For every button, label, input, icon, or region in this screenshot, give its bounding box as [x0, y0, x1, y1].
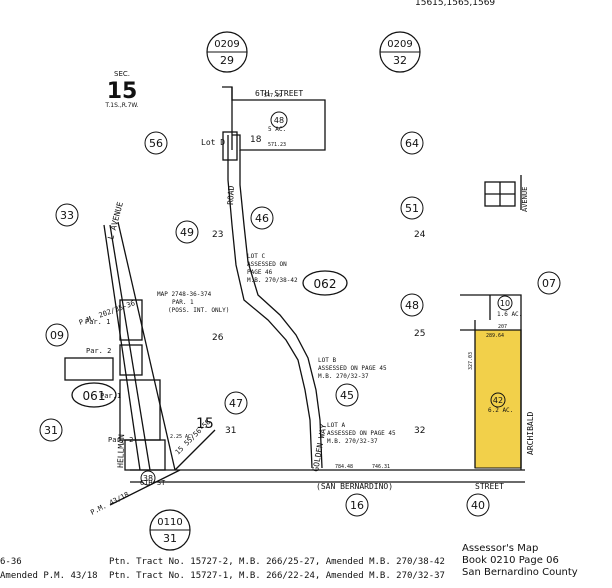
svg-text:LOT A: LOT A	[327, 422, 345, 429]
street-bottom: STREET	[475, 482, 504, 491]
svg-text:061: 061	[83, 389, 106, 403]
parcel-boundaries	[64, 86, 525, 506]
parcel-25: 25	[414, 329, 425, 339]
svg-text:571.23: 571.23	[268, 142, 286, 148]
svg-text:MAP 2748-36-374: MAP 2748-36-374	[157, 291, 212, 298]
svg-text:0110: 0110	[157, 517, 182, 528]
parcel-09: 09	[50, 329, 64, 342]
svg-text:0209: 0209	[214, 39, 239, 50]
parcel-51: 51	[405, 202, 419, 215]
parcel-33: 33	[60, 209, 74, 222]
svg-text:ASSESSED ON PAGE 45: ASSESSED ON PAGE 45	[327, 430, 396, 437]
street-san-bernardino: (SAN BERNARDINO)	[316, 482, 393, 491]
svg-text:784.48: 784.48	[335, 464, 353, 470]
svg-text:M.B. 270/32-37: M.B. 270/32-37	[327, 438, 378, 445]
street-road: ROAD	[226, 185, 236, 205]
footer-line-2: Ptn. Tract No. 15727-1, M.B. 266/22-24, …	[109, 571, 445, 581]
svg-text:5 AC.: 5 AC.	[268, 126, 286, 133]
parcel-56: 56	[149, 137, 163, 150]
parcel-64: 64	[405, 137, 419, 150]
parcel-18: 18	[250, 135, 262, 145]
parcel-45: 45	[340, 389, 354, 402]
parcel-40: 40	[471, 499, 485, 512]
svg-text:Par. 2: Par. 2	[108, 436, 133, 444]
svg-text:31: 31	[163, 532, 177, 545]
svg-text:29: 29	[220, 54, 234, 67]
parcel-47: 47	[229, 397, 243, 410]
svg-text:P.M. 43/18: P.M. 43/18	[89, 491, 130, 517]
title-line-2: Book 0210 Page 06	[462, 555, 559, 566]
svg-text:289.64: 289.64	[486, 333, 504, 339]
title-line-1: Assessor's Map	[462, 543, 539, 554]
parcel-38: 38	[143, 474, 153, 483]
svg-text:T.1S.,R.7W.: T.1S.,R.7W.	[104, 102, 138, 109]
street-avenue: AVENUE	[521, 187, 529, 212]
street-l-avenue: L AVENUE	[106, 201, 125, 241]
parcel-24: 24	[414, 230, 426, 240]
parcel-16: 16	[350, 499, 364, 512]
map-number-0110-31: 0110 31	[149, 509, 191, 551]
svg-text:M.B. 270/32-37: M.B. 270/32-37	[318, 373, 369, 380]
svg-text:746.31: 746.31	[372, 464, 390, 470]
parcel-23: 23	[212, 230, 223, 240]
oval-062: 062	[302, 270, 348, 296]
street-6th-b: 6TH ST	[140, 479, 166, 487]
annotations: Lot D LOT C ASSESSED ON PAGE 46 M.B. 270…	[78, 93, 522, 517]
svg-text:2.25 AC.: 2.25 AC.	[170, 434, 194, 440]
map-number-0209-32: 0209 32	[379, 31, 421, 73]
parcel-26: 26	[212, 333, 224, 343]
parcel-48-small: 48	[274, 116, 284, 125]
parcel-15: 15	[196, 416, 214, 432]
parcel-07: 07	[542, 277, 556, 290]
svg-text:327.03: 327.03	[468, 352, 474, 370]
street-golden-way: GOLDEN WAY	[311, 423, 328, 472]
svg-text:ASSESSED ON PAGE 45: ASSESSED ON PAGE 45	[318, 365, 387, 372]
title-line-3: San Bernardino County	[462, 567, 578, 578]
svg-text:PAGE 46: PAGE 46	[247, 269, 273, 276]
svg-text:32: 32	[393, 54, 407, 67]
oval-061: 061	[71, 382, 117, 408]
svg-text:207: 207	[498, 324, 507, 330]
svg-text:547.99: 547.99	[264, 93, 282, 99]
section-label: SEC. 15 T.1S.,R.7W.	[104, 70, 138, 109]
svg-text:Lot D: Lot D	[201, 138, 225, 147]
footer-prefix-2: Amended P.M. 43/18	[0, 571, 98, 581]
svg-text:Par. 1: Par. 1	[85, 318, 110, 326]
parcel-31b: 31	[225, 426, 236, 436]
parcel-31: 31	[44, 424, 58, 437]
svg-text:6.2 AC.: 6.2 AC.	[488, 407, 513, 414]
title-block: Assessor's Map Book 0210 Page 06 San Ber…	[462, 543, 578, 579]
street-hellman: HELLMAN	[116, 434, 126, 468]
parcel-49: 49	[180, 226, 194, 239]
svg-text:062: 062	[314, 277, 337, 291]
parcel-circles: 56 64 33 46 49 51 48 09 47 45 31 16 40 0…	[39, 111, 561, 517]
map-number-0209-29: 0209 29	[206, 31, 248, 73]
parcel-46: 46	[255, 212, 269, 225]
footer-prefix-1: 6-36	[0, 557, 22, 567]
svg-text:ASSESSED ON: ASSESSED ON	[247, 261, 287, 268]
parcel-48: 48	[405, 299, 419, 312]
svg-text:LOT B: LOT B	[318, 357, 336, 364]
svg-text:(POSS. INT. ONLY): (POSS. INT. ONLY)	[168, 307, 229, 314]
svg-text:1.6 AC.: 1.6 AC.	[497, 311, 522, 318]
svg-text:M.B. 270/38-42: M.B. 270/38-42	[247, 277, 298, 284]
svg-text:Par. 2: Par. 2	[86, 347, 111, 355]
svg-text:LOT C: LOT C	[247, 253, 265, 260]
parcel-42: 42	[493, 396, 503, 405]
svg-text:PAR. 1: PAR. 1	[172, 299, 194, 306]
street-archibald: ARCHIBALD	[526, 411, 535, 455]
parcel-32: 32	[414, 426, 425, 436]
svg-text:SEC.: SEC.	[114, 70, 130, 78]
parcel-10: 10	[500, 299, 510, 308]
svg-text:Par.1: Par.1	[100, 392, 121, 400]
footer-line-1: Ptn. Tract No. 15727-2, M.B. 266/25-27, …	[109, 557, 445, 567]
svg-text:15: 15	[107, 79, 138, 104]
svg-text:0209: 0209	[387, 39, 412, 50]
street-6th: 6TH STREET	[255, 89, 303, 98]
header-fragment: 15615,1565,1569	[415, 0, 495, 8]
